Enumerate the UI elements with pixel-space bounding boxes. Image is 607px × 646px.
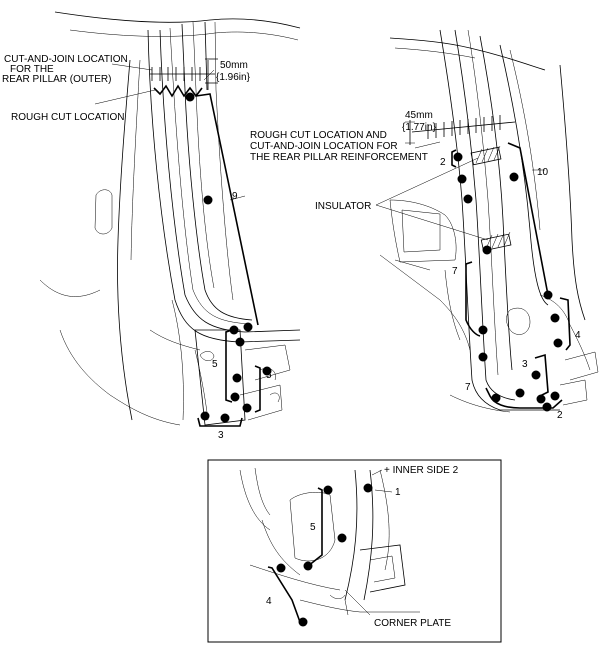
inset-frame (207, 459, 502, 643)
label-cut-join-2: FOR THE (10, 64, 54, 75)
bracket-10 (507, 142, 549, 296)
inset-callout-1: 1 (395, 487, 401, 498)
weld-point (550, 313, 560, 323)
inset-bracket-5 (307, 487, 323, 567)
label-dim-mm: 50mm (220, 60, 248, 71)
label-corner-plate: CORNER PLATE (374, 618, 451, 629)
right-pillar-outer (439, 29, 560, 411)
weld-point (453, 152, 463, 162)
bracket-9 (195, 93, 259, 326)
weld-point (298, 617, 308, 627)
callout-7-upper: 7 (452, 266, 458, 277)
callout-5-right: 5 (266, 370, 272, 381)
weld-point (230, 392, 240, 402)
weld-point (229, 325, 239, 335)
weld-point (242, 403, 252, 413)
bracket-5-left (225, 329, 233, 403)
callout-2-lower: 2 (557, 410, 563, 421)
callout-3-right: 3 (522, 359, 528, 370)
bracket-3-right (534, 353, 549, 397)
weld-point (463, 194, 473, 204)
weld-point (509, 172, 519, 182)
weld-point (363, 483, 373, 493)
weld-point (200, 411, 210, 421)
callout-10: 10 (537, 167, 549, 178)
bracket-5-right (254, 365, 261, 413)
label-rough-cut-1: ROUGH CUT LOCATION AND (250, 130, 387, 141)
callout-7-lower: 7 (465, 382, 471, 393)
right-cut-line (411, 121, 516, 133)
left-rough-cut-zigzag (153, 84, 203, 98)
bracket-4 (559, 297, 571, 351)
weld-point (553, 338, 563, 348)
label-cut-join-3: REAR PILLAR (OUTER) (2, 74, 111, 85)
callout-9: 9 (232, 191, 238, 202)
label-rough-cut: ROUGH CUT LOCATION (11, 112, 125, 123)
label-dim-in: {1.96in} (216, 72, 251, 83)
weld-point (515, 388, 525, 398)
inset-view: + INNER SIDE 2 1 5 4 CORNER PLATE (207, 459, 502, 643)
weld-point (457, 174, 467, 184)
right-view: 45mm {1.77in} ROUGH CUT LOCATION AND CUT… (250, 29, 599, 421)
weld-point (337, 533, 347, 543)
label-rough-cut-3: THE REAR PILLAR REINFORCEMENT (250, 152, 428, 163)
insulator-pad-lower (480, 231, 512, 252)
weld-point (478, 325, 488, 335)
label-right-dim-in: {1.77in} (402, 122, 437, 133)
left-pillar-outer (147, 29, 301, 343)
weld-point (276, 563, 286, 573)
weld-point (491, 393, 501, 403)
bracket-7-upper (465, 261, 481, 337)
weld-point (542, 402, 552, 412)
label-insulator: INSULATOR (315, 201, 371, 212)
callout-5-left: 5 (212, 359, 218, 370)
weld-point (536, 394, 546, 404)
weld-point (203, 195, 213, 205)
bracket-3-left (197, 417, 243, 427)
label-inner-side: + INNER SIDE 2 (384, 465, 459, 476)
callout-2-upper: 2 (440, 157, 446, 168)
weld-point (303, 561, 313, 571)
left-roof-curve (54, 11, 301, 29)
weld-point (531, 370, 541, 380)
inset-bracket-4 (267, 566, 301, 623)
bracket-7-lower (485, 387, 563, 409)
bracket-2-upper (451, 149, 457, 168)
weld-point (482, 245, 492, 255)
weld-point (220, 413, 230, 423)
weld-point (543, 290, 553, 300)
weld-point (262, 366, 272, 376)
label-cut-join-1: CUT-AND-JOIN LOCATION (4, 54, 128, 65)
weld-point (232, 373, 242, 383)
left-view: CUT-AND-JOIN LOCATION FOR THE REAR PILLA… (2, 11, 301, 441)
inset-callout-4: 4 (266, 596, 272, 607)
weld-point (235, 337, 245, 347)
weld-point (323, 485, 333, 495)
weld-point (478, 352, 488, 362)
label-right-dim-mm: 45mm (405, 110, 433, 121)
callout-4: 4 (575, 330, 581, 341)
weld-point (185, 92, 195, 102)
inset-callout-5: 5 (310, 522, 316, 533)
weld-point (550, 391, 560, 401)
weld-point (243, 322, 253, 332)
callout-3: 3 (218, 430, 224, 441)
label-rough-cut-2: CUT-AND-JOIN LOCATION FOR (250, 141, 398, 152)
insulator-pad-upper (470, 145, 502, 166)
